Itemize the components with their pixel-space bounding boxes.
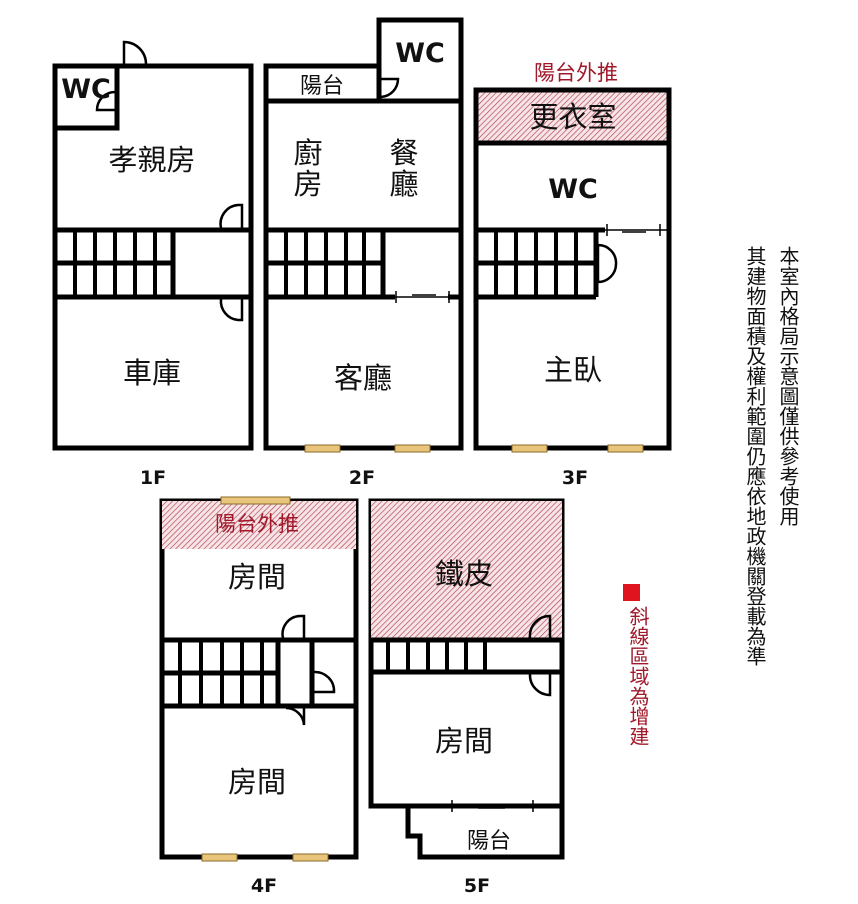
door-icon bbox=[122, 40, 148, 65]
sliding-door-icon bbox=[605, 224, 667, 236]
window-icon bbox=[220, 496, 291, 505]
window-icon bbox=[511, 444, 548, 453]
f3-balcony-ext-label: 陽台外推 bbox=[534, 61, 618, 85]
legend-swatch bbox=[623, 584, 640, 601]
f3-dressing-label: 更衣室 bbox=[529, 100, 616, 134]
window-icon bbox=[201, 853, 238, 862]
sliding-door-icon bbox=[395, 291, 458, 303]
f5-floor-label: 5F bbox=[464, 875, 490, 897]
floor-4f bbox=[159, 498, 359, 860]
f3-floor-label: 3F bbox=[562, 467, 588, 489]
f5-iron-label: 鐵皮 bbox=[435, 557, 493, 591]
f5-room-label: 房間 bbox=[435, 724, 493, 758]
window-icon bbox=[607, 444, 644, 453]
door-icon bbox=[313, 670, 336, 694]
f1-room-bottom: 車庫 bbox=[123, 356, 181, 390]
f4-room-bottom: 房間 bbox=[228, 765, 286, 799]
f2-dining-2: 廳 bbox=[389, 167, 418, 201]
sliding-door-icon bbox=[451, 800, 540, 812]
f2-kitchen-2: 房 bbox=[293, 167, 322, 201]
f3-room-bottom: 主臥 bbox=[544, 353, 602, 387]
f2-floor-label: 2F bbox=[349, 467, 375, 489]
floor-3f bbox=[473, 87, 672, 451]
floor-2f bbox=[263, 17, 464, 451]
f1-wc-label: WC bbox=[61, 74, 111, 105]
note-line-1: 本室內格局示意圖僅供參考使用 bbox=[776, 246, 800, 526]
door-icon bbox=[95, 90, 116, 112]
f5-balcony-label: 陽台 bbox=[467, 829, 511, 854]
floor-5f bbox=[368, 498, 565, 860]
note-line-2: 其建物面積及權利範圍仍應依地政機關登載為準 bbox=[743, 246, 767, 666]
door-icon bbox=[380, 77, 400, 99]
door-icon bbox=[219, 203, 244, 229]
door-icon bbox=[285, 706, 306, 726]
f1-room-top: 孝親房 bbox=[108, 143, 195, 177]
floor-1f bbox=[52, 40, 254, 451]
f2-dining-1: 餐 bbox=[389, 136, 418, 170]
window-icon bbox=[304, 444, 341, 453]
window-markers bbox=[201, 444, 644, 862]
window-icon bbox=[394, 444, 431, 453]
window-icon bbox=[292, 853, 329, 862]
f2-balcony-label: 陽台 bbox=[300, 74, 344, 99]
legend-text: 斜線區域為增建 bbox=[626, 606, 650, 746]
f2-kitchen-1: 廚 bbox=[293, 136, 322, 170]
door-icon bbox=[596, 243, 618, 284]
f3-wc-label: WC bbox=[548, 174, 598, 205]
door-icon bbox=[219, 298, 244, 322]
f2-room-bottom: 客廳 bbox=[334, 361, 392, 395]
f4-room-top: 房間 bbox=[228, 560, 286, 594]
door-icon bbox=[528, 614, 552, 639]
door-icon bbox=[528, 673, 552, 697]
f4-floor-label: 4F bbox=[251, 875, 277, 897]
f1-floor-label: 1F bbox=[140, 467, 166, 489]
f2-wc-label: WC bbox=[395, 38, 445, 69]
f4-balcony-ext-label: 陽台外推 bbox=[215, 512, 299, 536]
door-icon bbox=[281, 614, 306, 639]
